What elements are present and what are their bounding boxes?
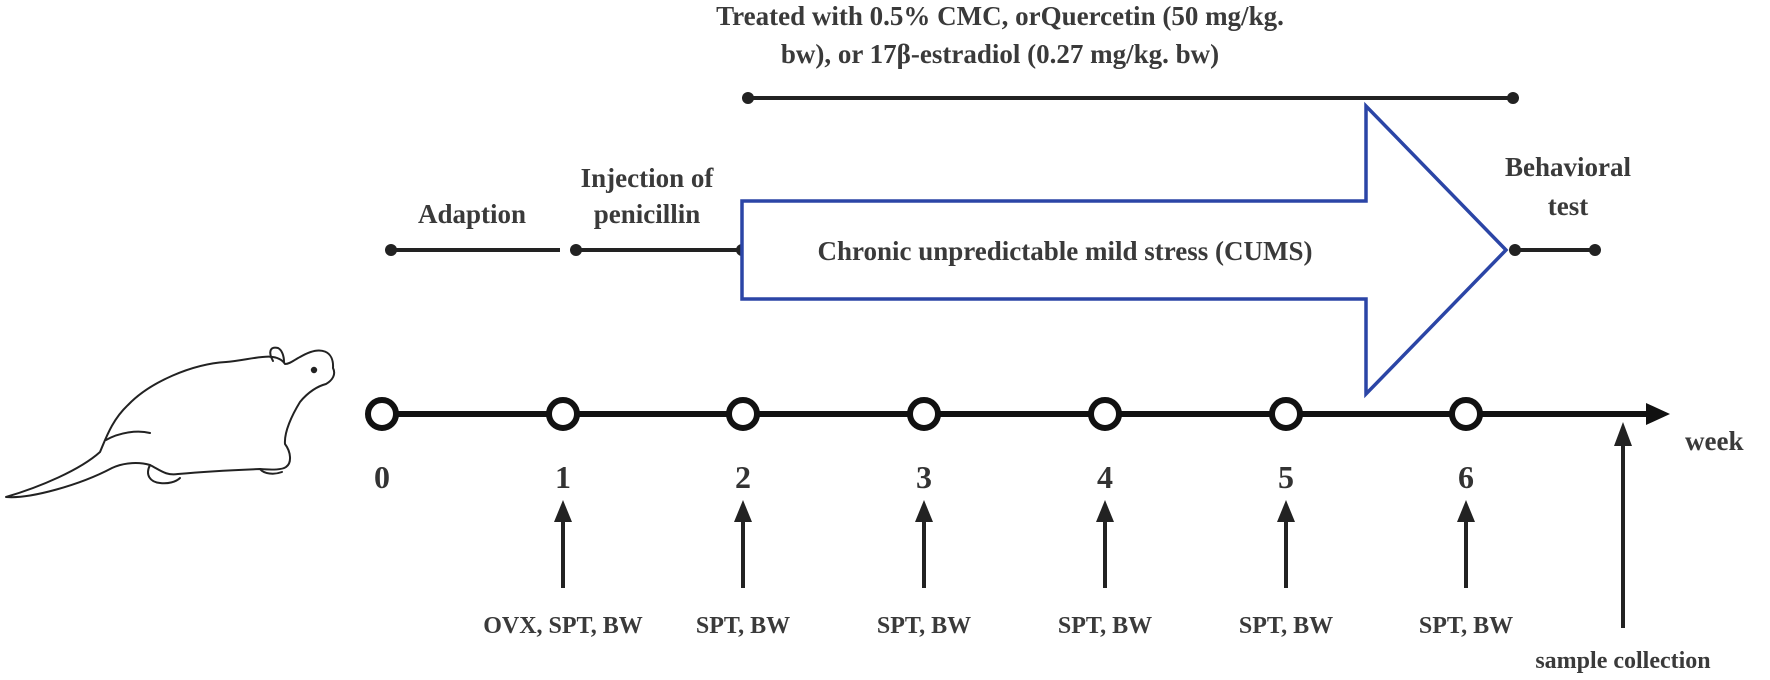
behavioral-label-line2: test — [1548, 191, 1588, 221]
week-1-label: 1 — [555, 459, 571, 495]
treatment-end-dot — [1507, 92, 1519, 104]
measurement-label-week-2: SPT, BW — [696, 613, 790, 639]
rat-icon — [5, 346, 336, 499]
behavioral-end-dot — [1589, 244, 1601, 256]
timeline-arrowhead — [1646, 403, 1670, 425]
week-4-marker — [1088, 397, 1122, 431]
injection-label-line1: Injection of — [581, 163, 715, 193]
measurement-arrowhead-1 — [554, 500, 572, 522]
week-6-label: 6 — [1458, 459, 1474, 495]
injection-start-dot — [570, 244, 582, 256]
week-0-label: 0 — [374, 459, 390, 495]
week-markers: 0 1 2 3 4 5 6 — [365, 397, 1483, 495]
measurement-arrowhead-5 — [1277, 500, 1295, 522]
behavioral-start-dot — [1509, 244, 1521, 256]
week-5-marker — [1269, 397, 1303, 431]
cums-arrow — [740, 101, 1509, 399]
adaption-label: Adaption — [418, 199, 526, 229]
week-1-marker — [546, 397, 580, 431]
timeline-unit-label: week — [1685, 426, 1743, 456]
measurement-label-week-5: SPT, BW — [1239, 613, 1333, 639]
treatment-label-line1: Treated with 0.5% CMC, orQuercetin (50 m… — [716, 1, 1284, 31]
sample-collection-arrowhead — [1614, 422, 1632, 446]
week-6-marker — [1449, 397, 1483, 431]
week-2-label: 2 — [735, 459, 751, 495]
week-0-marker — [365, 397, 399, 431]
injection-label-line2: penicillin — [594, 199, 701, 229]
sample-collection-label: sample collection — [1535, 648, 1710, 674]
measurement-label-week-6: SPT, BW — [1419, 613, 1513, 639]
week-4-label: 4 — [1097, 459, 1113, 495]
measurement-arrowhead-3 — [915, 500, 933, 522]
adaption-start-dot — [385, 244, 397, 256]
measurement-arrowhead-2 — [734, 500, 752, 522]
week-3-marker — [907, 397, 941, 431]
measurement-label-week-4: SPT, BW — [1058, 613, 1152, 639]
treatment-label-line2: bw), or 17β-estradiol (0.27 mg/kg. bw) — [781, 39, 1219, 69]
behavioral-label-line1: Behavioral — [1505, 152, 1631, 182]
cums-label: Chronic unpredictable mild stress (CUMS) — [817, 236, 1312, 266]
measurement-arrowhead-6 — [1457, 500, 1475, 522]
measurement-label-week-1: OVX, SPT, BW — [483, 613, 643, 639]
treatment-start-dot — [742, 92, 754, 104]
measurement-markers: OVX, SPT, BW SPT, BW SPT, BW SPT, BW SPT, BW… — [483, 500, 1513, 639]
measurement-label-week-3: SPT, BW — [877, 613, 971, 639]
week-2-marker — [726, 397, 760, 431]
week-3-label: 3 — [916, 459, 932, 495]
week-5-label: 5 — [1278, 459, 1294, 495]
measurement-arrowhead-4 — [1096, 500, 1114, 522]
